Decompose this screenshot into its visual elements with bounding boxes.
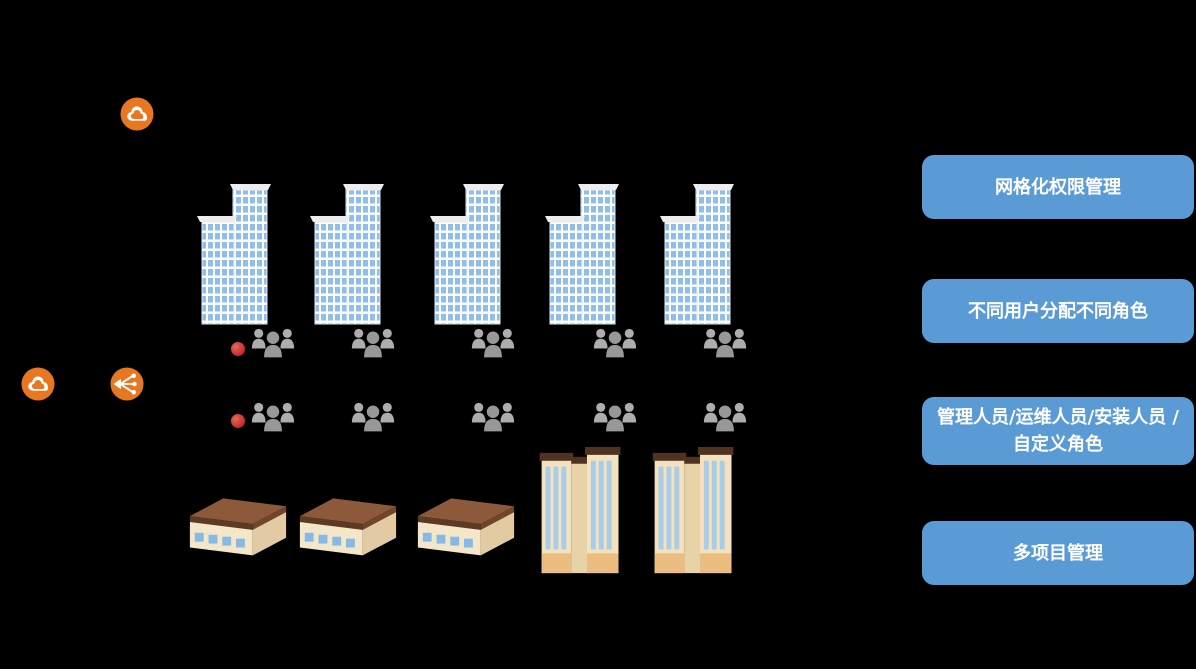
row-house [294,486,402,558]
user-group [248,400,298,436]
row-house [184,486,292,558]
user-group [700,326,750,362]
red-marker [231,342,245,356]
user-group [700,400,750,436]
cloud-icon [20,366,56,402]
office-towers [193,178,281,326]
label-box-role-types: 管理人员/运维人员/安装人员 /自定义角色 [922,397,1194,465]
share-icon [109,366,145,402]
office-towers [426,178,514,326]
user-group [468,400,518,436]
user-group [348,400,398,436]
user-group [248,326,298,362]
apartment-towers [535,443,635,581]
label-box-text: 多项目管理 [1013,542,1103,564]
label-box-text: 网格化权限管理 [995,176,1121,198]
label-box-text: 管理人员/运维人员/安装人员 /自定义角色 [937,407,1179,455]
office-towers [306,178,394,326]
apartment-towers [648,443,748,581]
label-box-grid-permission: 网格化权限管理 [922,155,1194,219]
user-group [348,326,398,362]
label-box-text: 不同用户分配不同角色 [968,300,1148,322]
office-towers [541,178,629,326]
cloud-icon [119,96,155,132]
user-group [468,326,518,362]
office-towers [656,178,744,326]
row-house [412,486,520,558]
label-box-user-roles: 不同用户分配不同角色 [922,279,1194,343]
red-marker [231,414,245,428]
user-group [590,400,640,436]
user-group [590,326,640,362]
label-box-multi-project: 多项目管理 [922,521,1194,585]
